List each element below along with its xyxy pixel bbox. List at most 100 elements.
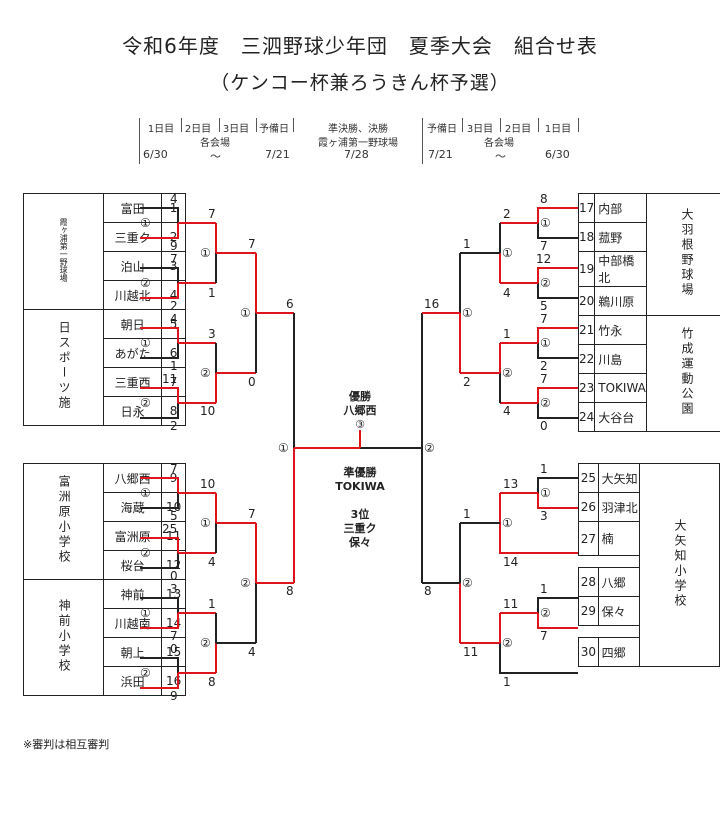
game-marker: ② bbox=[140, 276, 151, 290]
schedule-left-day2: 2日目 bbox=[184, 124, 212, 135]
team-number: 7 bbox=[161, 367, 187, 397]
score-label: 7 bbox=[540, 372, 548, 386]
team-number: 8 bbox=[161, 396, 187, 426]
schedule-right-day3: 3日目 bbox=[466, 124, 494, 135]
final-game-marker: ③ bbox=[355, 418, 365, 431]
page-subtitle: （ケンコー杯兼ろうきん杯予選） bbox=[210, 72, 510, 94]
game-marker: ② bbox=[540, 606, 551, 620]
schedule-left-end: 7/21 bbox=[265, 148, 290, 161]
score-label: 3 bbox=[208, 327, 216, 341]
score-label: 5 bbox=[170, 509, 178, 523]
team-number: 21 bbox=[577, 315, 596, 345]
game-marker: ② bbox=[200, 366, 211, 380]
score-label: 4 bbox=[248, 645, 256, 659]
third-place-team-1: 三重ク bbox=[343, 522, 377, 535]
game-marker: ② bbox=[540, 276, 551, 290]
score-label: 2 bbox=[503, 207, 511, 221]
score-label: 1 bbox=[463, 237, 471, 251]
score-label: 7 bbox=[208, 207, 216, 221]
runner-up-name: TOKIWA bbox=[335, 480, 385, 493]
game-marker: ② bbox=[200, 636, 211, 650]
team-name: 楠 bbox=[597, 521, 640, 556]
score-label: 9 bbox=[170, 239, 178, 253]
team-number: 22 bbox=[577, 344, 596, 374]
schedule-left-venue: 各会場 bbox=[200, 138, 230, 149]
champion-name: 八郷西 bbox=[343, 404, 377, 417]
score-label: 4 bbox=[503, 404, 511, 418]
schedule-left-day3: 3日目 bbox=[222, 124, 250, 135]
team-name: 菰野 bbox=[594, 222, 647, 252]
team-name: 朝日 bbox=[103, 309, 163, 339]
table-row: 日スポーツ施 朝日 5 bbox=[22, 309, 187, 426]
team-number: 19 bbox=[577, 251, 596, 287]
score-label: 1 bbox=[208, 286, 216, 300]
score-label: 10 bbox=[200, 404, 215, 418]
schedule-left-day1: 1日目 bbox=[147, 124, 175, 135]
venue-cell: 大矢知小学校 bbox=[638, 463, 720, 667]
runner-up-label: 準優勝 bbox=[343, 466, 377, 479]
score-label: 0 bbox=[248, 375, 256, 389]
score-label: 8 bbox=[424, 584, 432, 598]
table-row: 21 竹永 竹成運動公園 bbox=[577, 315, 720, 432]
schedule-left-start: 6/30 bbox=[143, 148, 168, 161]
game-marker: ② bbox=[140, 666, 151, 680]
game-marker: ① bbox=[502, 246, 513, 260]
game-marker: ① bbox=[502, 516, 513, 530]
team-number: 29 bbox=[578, 596, 599, 626]
team-number: 26 bbox=[578, 492, 599, 522]
score-label: 13 bbox=[503, 477, 518, 491]
game-marker: ② bbox=[502, 636, 513, 650]
score-label: 1 bbox=[170, 359, 178, 373]
game-marker: ② bbox=[140, 396, 151, 410]
schedule-right-venue: 各会場 bbox=[484, 138, 514, 149]
game-marker: ① bbox=[278, 441, 289, 455]
score-label: 7 bbox=[170, 629, 178, 643]
schedule-right-tilde: 〜 bbox=[495, 150, 506, 163]
game-marker: ② bbox=[240, 576, 251, 590]
team-name: 富洲原 bbox=[103, 521, 163, 551]
score-label: 5 bbox=[540, 299, 548, 313]
game-marker: ② bbox=[540, 396, 551, 410]
team-name: 大谷台 bbox=[594, 402, 647, 432]
score-label: 1 bbox=[503, 327, 511, 341]
score-label: 1 bbox=[540, 582, 548, 596]
schedule-center-line2: 霞ヶ浦第一野球場 bbox=[318, 138, 398, 149]
team-number: 24 bbox=[577, 402, 596, 432]
champion-label: 優勝 bbox=[349, 390, 371, 403]
team-name: 竹永 bbox=[594, 315, 647, 345]
score-label: 7 bbox=[170, 252, 178, 266]
schedule-center-line1: 準決勝、決勝 bbox=[328, 124, 388, 135]
score-label: 7 bbox=[248, 237, 256, 251]
venue-label: 富洲原小学校 bbox=[57, 475, 72, 565]
score-label: 7 bbox=[540, 239, 548, 253]
game-marker: ① bbox=[240, 306, 251, 320]
score-label: 2 bbox=[463, 375, 471, 389]
team-name: 浜田 bbox=[103, 666, 163, 696]
score-label: 4 bbox=[170, 192, 178, 206]
game-marker: ① bbox=[140, 336, 151, 350]
page-title: 令和6年度 三泗野球少年団 夏季大会 組合せ表 bbox=[122, 34, 598, 58]
game-marker: ① bbox=[540, 216, 551, 230]
venue-label: 大羽根野球場 bbox=[680, 208, 695, 298]
score-label: 3 bbox=[170, 582, 178, 596]
venue-cell: 神前小学校 bbox=[22, 579, 105, 696]
schedule-right-day1: 1日目 bbox=[544, 124, 572, 135]
score-label: 16 bbox=[424, 297, 439, 311]
score-label: 11 bbox=[463, 645, 478, 659]
team-name: 内部 bbox=[594, 193, 647, 223]
score-label: 1 bbox=[540, 462, 548, 476]
team-name: 川越北 bbox=[103, 280, 163, 310]
score-label: 2 bbox=[170, 419, 178, 433]
game-marker: ② bbox=[424, 441, 435, 455]
score-label: 1 bbox=[463, 507, 471, 521]
